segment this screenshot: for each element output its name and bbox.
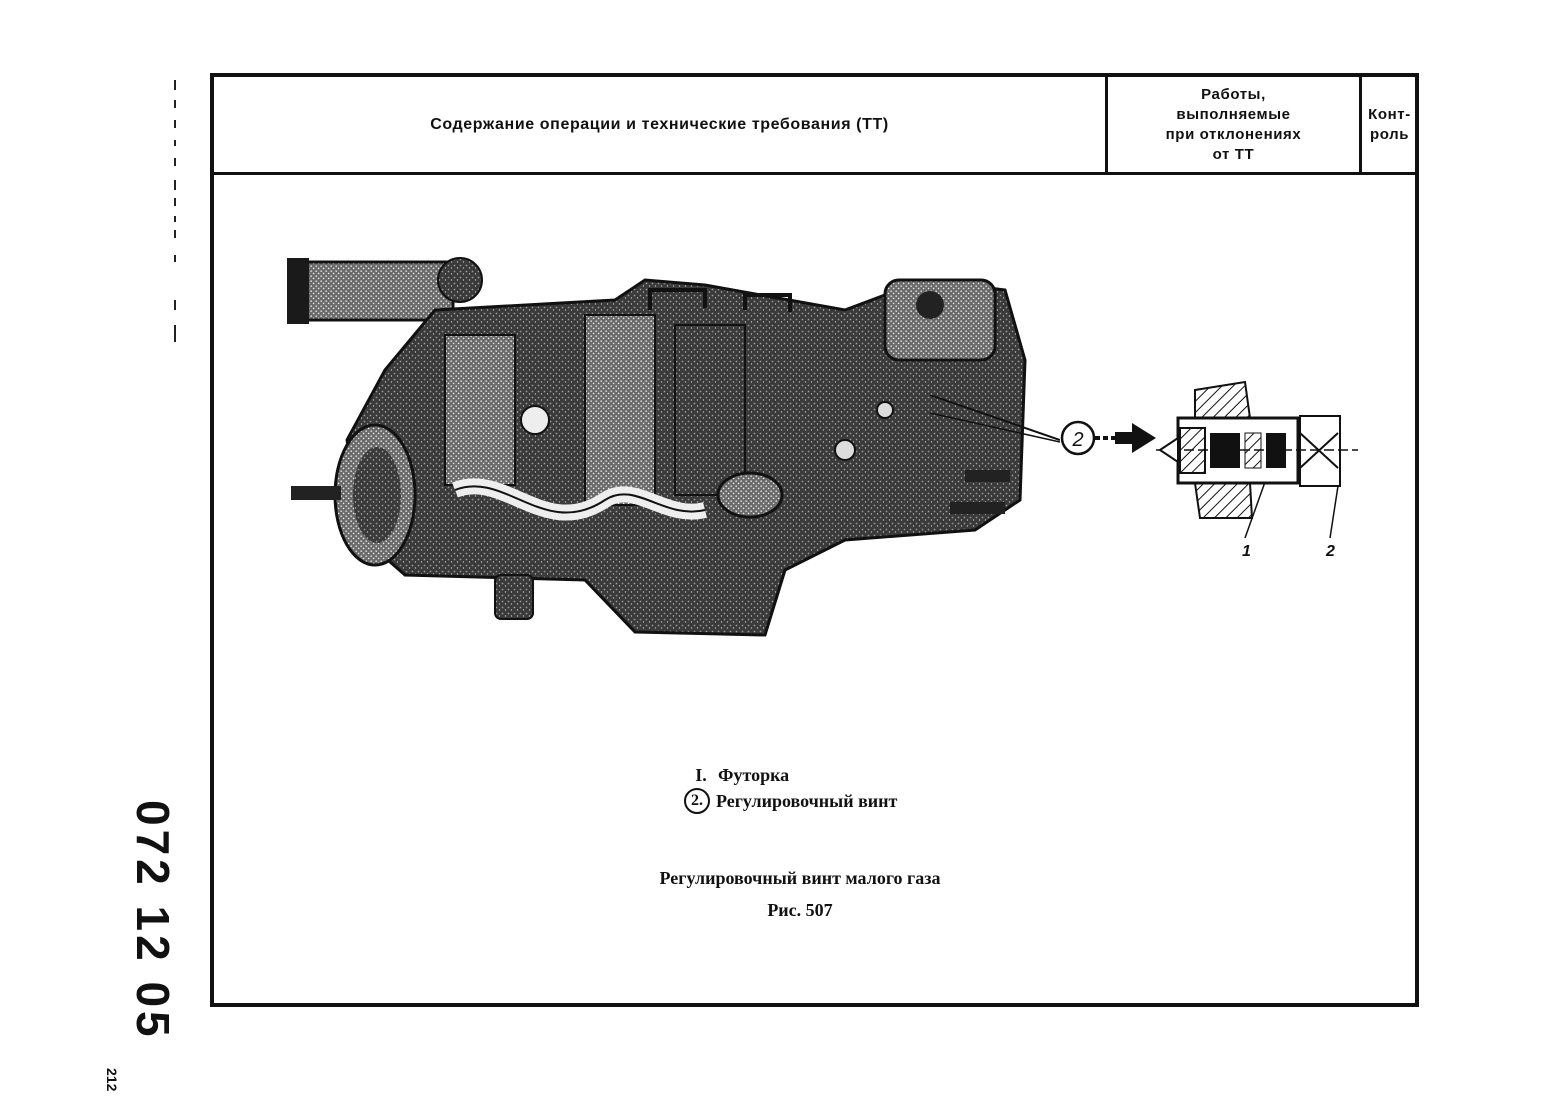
page-number: 212 [104, 1068, 120, 1092]
legend-item: I. Футорка [684, 762, 897, 788]
section-view-adjusting-screw: 1 2 [1156, 380, 1358, 560]
margin-tick-marks [174, 80, 176, 342]
section-label-1: 1 [1242, 543, 1251, 560]
section-label-2: 2 [1325, 543, 1335, 560]
legend-text: Регулировочный винт [716, 790, 898, 811]
header-operation-content: Содержание операции и технические требов… [430, 115, 889, 133]
legend-item: 2. Регулировочный винт [684, 788, 897, 814]
document-code: 072 12 05 [127, 800, 179, 1041]
legend-text: Футорка [718, 764, 790, 785]
figure-caption-title: Регулировочный винт малого газа [659, 868, 941, 888]
header-works-on-deviation: Работы, выполняемые при отклонениях от Т… [1165, 85, 1302, 163]
callout-number: 2 [1071, 429, 1083, 451]
callout-leader-line [930, 395, 1060, 443]
header-control: Конт- роль [1368, 105, 1411, 143]
figure-legend: I. Футорка 2. Регулировочный винт [684, 762, 897, 814]
header-divider [1359, 77, 1362, 175]
callout-2-with-arrow: 2 [1060, 420, 1156, 456]
header-bottom-rule [214, 172, 1415, 175]
figure-number: Рис. 507 [767, 900, 833, 920]
fuel-pump-illustration [287, 257, 1027, 637]
page-frame: Содержание операции и технические требов… [210, 73, 1419, 1007]
legend-number-circled: 2. [684, 788, 710, 814]
legend-number: I. [695, 764, 707, 785]
header-divider [1105, 77, 1108, 175]
